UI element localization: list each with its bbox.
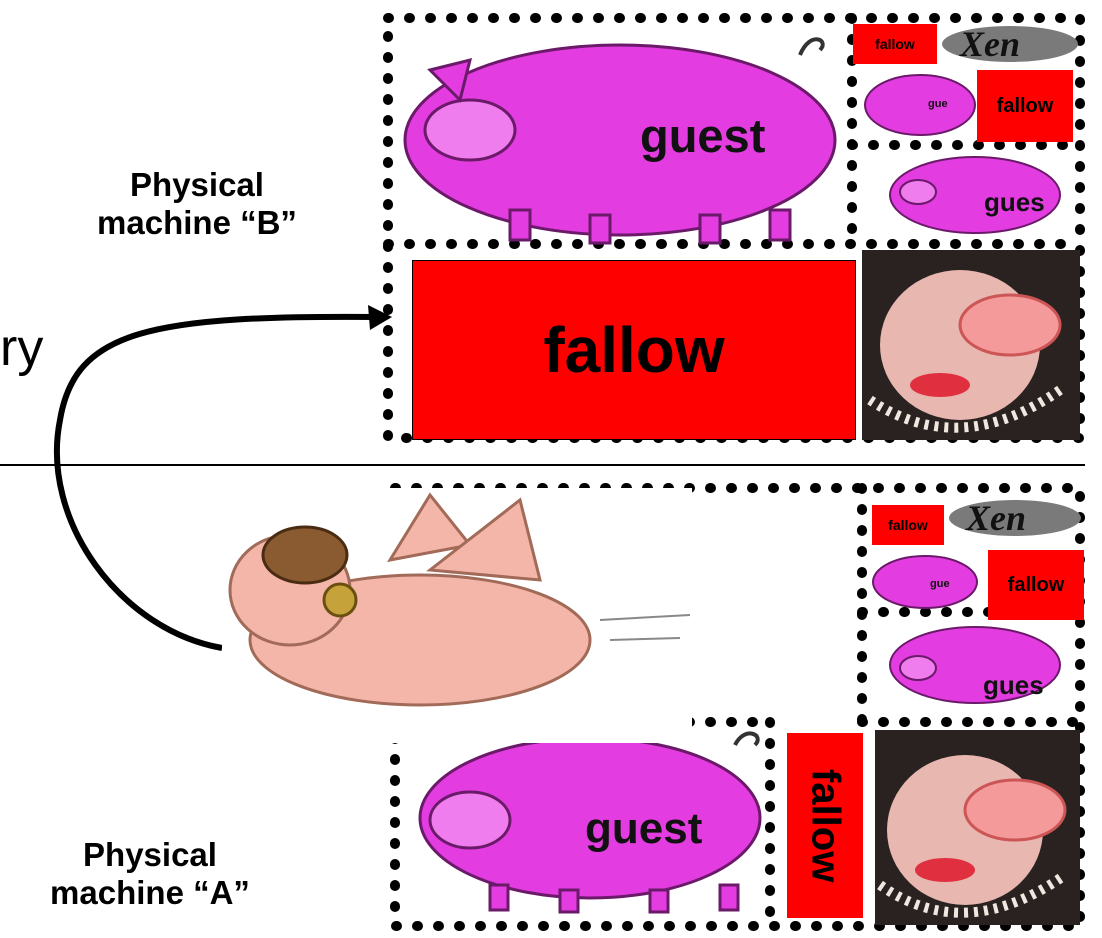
gues-label-b: gues [984, 187, 1045, 218]
xen-logo-a: Xen [949, 498, 1081, 538]
gues-label-a: gues [983, 670, 1044, 701]
svg-text:Xen: Xen [965, 498, 1026, 538]
fallow-big-b-text: fallow [543, 313, 724, 387]
small-pig-b-1 [865, 75, 975, 135]
fallow-small-a-1: fallow [872, 505, 944, 545]
guest-label-a: guest [585, 804, 702, 854]
gue-label-b: gue [928, 98, 948, 110]
fallow-small-b-2-text: fallow [997, 95, 1054, 118]
fallow-vertical-a-text: fallow [803, 769, 848, 882]
guest-label-b: guest [640, 108, 765, 163]
gue-label-a: gue [930, 578, 950, 590]
flying-pig [222, 488, 692, 743]
svg-text:Xen: Xen [959, 24, 1020, 64]
guest-pig-b [405, 39, 835, 243]
fallow-small-a-2: fallow [988, 550, 1084, 620]
fallow-small-b-2: fallow [977, 70, 1073, 142]
fallow-small-b-1-text: fallow [875, 36, 915, 52]
fallow-small-b-1: fallow [853, 24, 937, 64]
fallow-vertical-a: fallow [787, 733, 863, 918]
fancy-pig-photo-a [875, 730, 1080, 925]
xen-logo-b: Xen [942, 24, 1078, 64]
fallow-big-b: fallow [412, 260, 856, 440]
fallow-small-a-2-text: fallow [1008, 574, 1065, 597]
fallow-small-a-1-text: fallow [888, 517, 928, 533]
small-pig-a-1 [873, 556, 977, 608]
fancy-pig-photo-b [862, 250, 1080, 440]
